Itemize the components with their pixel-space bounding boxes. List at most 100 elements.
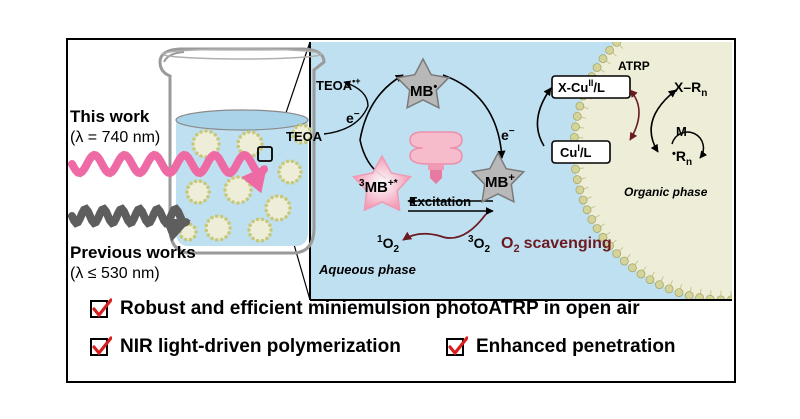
surfactant-bead xyxy=(298,141,303,145)
surfactant-head xyxy=(587,214,597,224)
surfactant-bead xyxy=(192,225,197,230)
surfactant-bead xyxy=(255,238,260,243)
surfactant-bead xyxy=(298,175,302,179)
surfactant-head xyxy=(572,112,582,121)
surfactant-bead xyxy=(203,181,207,186)
surfactant-bead xyxy=(266,213,271,217)
surfactant-head xyxy=(664,284,674,294)
surfactant-bead xyxy=(185,190,189,194)
cu-redox-arrow xyxy=(536,87,552,147)
surfactant-bead xyxy=(227,197,231,201)
surfactant-bead xyxy=(245,179,249,183)
surfactant-bead xyxy=(266,199,271,203)
surfactant-bead xyxy=(269,228,273,232)
electron-right-label: e− xyxy=(501,126,515,143)
surfactant-bead xyxy=(294,139,298,143)
surfactant-bead xyxy=(227,231,231,235)
surfactant-bead xyxy=(204,228,209,233)
surfactant-bead xyxy=(278,165,282,169)
checkbox-checked-icon xyxy=(90,336,113,358)
surfactant-bead xyxy=(186,185,190,189)
surfactant-bead xyxy=(192,234,197,239)
surfactant-head xyxy=(684,291,694,300)
zoom-panel xyxy=(309,42,732,301)
surfactant-bead xyxy=(236,201,240,205)
surfactant-bead xyxy=(179,234,184,239)
surfactant-bead xyxy=(279,194,284,199)
surfactant-bead xyxy=(193,179,198,184)
surfactant-bead xyxy=(198,179,203,184)
surfactant-bead xyxy=(224,217,228,221)
surfactant-bead xyxy=(291,134,296,139)
beaker-rim xyxy=(161,48,323,60)
atrp-equilibrium-outer xyxy=(650,89,677,153)
surfactant-bead xyxy=(260,142,264,146)
surfactant-bead xyxy=(281,161,285,166)
surfactant-bead xyxy=(214,238,219,242)
miniemulsion-droplet xyxy=(266,196,290,220)
surfactant-bead xyxy=(228,226,232,230)
surfactant-bead xyxy=(178,230,182,234)
surfactant-bead xyxy=(188,237,193,242)
surfactant-bead xyxy=(241,176,245,180)
alkyl-halide-label: X–Rn xyxy=(674,79,707,99)
mb-plus-label: MB+ xyxy=(485,172,515,191)
teoa-label: TEOA xyxy=(286,129,323,144)
surfactant-bead xyxy=(217,142,221,146)
checkbox-checked-icon xyxy=(446,336,469,358)
teoa-radical-label: TEOA•+ xyxy=(316,76,361,93)
surfactant-bead xyxy=(285,159,290,164)
checkbox-checked-icon xyxy=(90,298,113,320)
surfactant-bead xyxy=(236,144,241,149)
surfactant-bead xyxy=(248,233,252,237)
check-item-1-text: Robust and efficient miniemulsion photoA… xyxy=(120,298,640,319)
check-item-2-text: NIR light-driven polymerization xyxy=(120,336,401,357)
cu1-label: CuI/L xyxy=(560,143,591,160)
surfactant-bead xyxy=(270,216,274,221)
surfactant-head xyxy=(572,175,582,185)
surfactant-bead xyxy=(295,178,299,183)
surfactant-bead xyxy=(236,175,240,179)
cu2-label: X-CuII/L xyxy=(558,78,605,95)
surfactant-bead xyxy=(206,185,210,189)
surfactant-bead xyxy=(279,217,284,222)
atrp-label: ATRP xyxy=(618,59,650,73)
previous-works-wavelength: (λ ≤ 530 nm) xyxy=(70,265,160,282)
surfactant-bead xyxy=(206,219,211,223)
surfactant-bead xyxy=(204,223,209,228)
solution-surface xyxy=(175,109,309,131)
electron-left-label: e− xyxy=(346,109,360,126)
surfactant-bead xyxy=(193,200,198,205)
surfactant-head xyxy=(571,164,580,174)
surfactant-bead xyxy=(248,183,252,187)
surfactant-bead xyxy=(299,170,303,174)
surfactant-bead xyxy=(242,131,246,136)
surfactant-bead xyxy=(265,236,269,241)
surfactant-head xyxy=(592,224,602,233)
surfactant-bead xyxy=(307,127,312,131)
surfactant-bead xyxy=(265,219,269,224)
surfactant-bead xyxy=(231,200,235,204)
surfactant-bead xyxy=(194,230,198,234)
surfactant-bead xyxy=(291,129,296,134)
monomer-label: M xyxy=(676,124,687,139)
surfactant-bead xyxy=(290,159,295,164)
surfactant-tail xyxy=(629,42,630,43)
surfactant-bead xyxy=(216,137,220,141)
surfactant-head xyxy=(612,42,622,47)
surfactant-bead xyxy=(251,153,256,158)
surfactant-head xyxy=(598,232,608,242)
miniemulsion-droplet xyxy=(279,161,301,183)
surfactant-bead xyxy=(224,183,228,187)
mb-radical-star xyxy=(395,57,451,110)
miniemulsion-droplet xyxy=(293,125,311,143)
surfactant-head xyxy=(645,275,655,285)
triplet-mb-label: 3MB+* xyxy=(359,178,398,196)
surfactant-bead xyxy=(213,133,217,137)
propagation-loop xyxy=(671,131,708,159)
surfactant-bead xyxy=(241,200,245,204)
surfactant-head xyxy=(636,269,646,279)
surfactant-head xyxy=(582,205,592,215)
miniemulsion-droplet xyxy=(249,219,271,241)
surfactant-bead xyxy=(203,198,207,203)
